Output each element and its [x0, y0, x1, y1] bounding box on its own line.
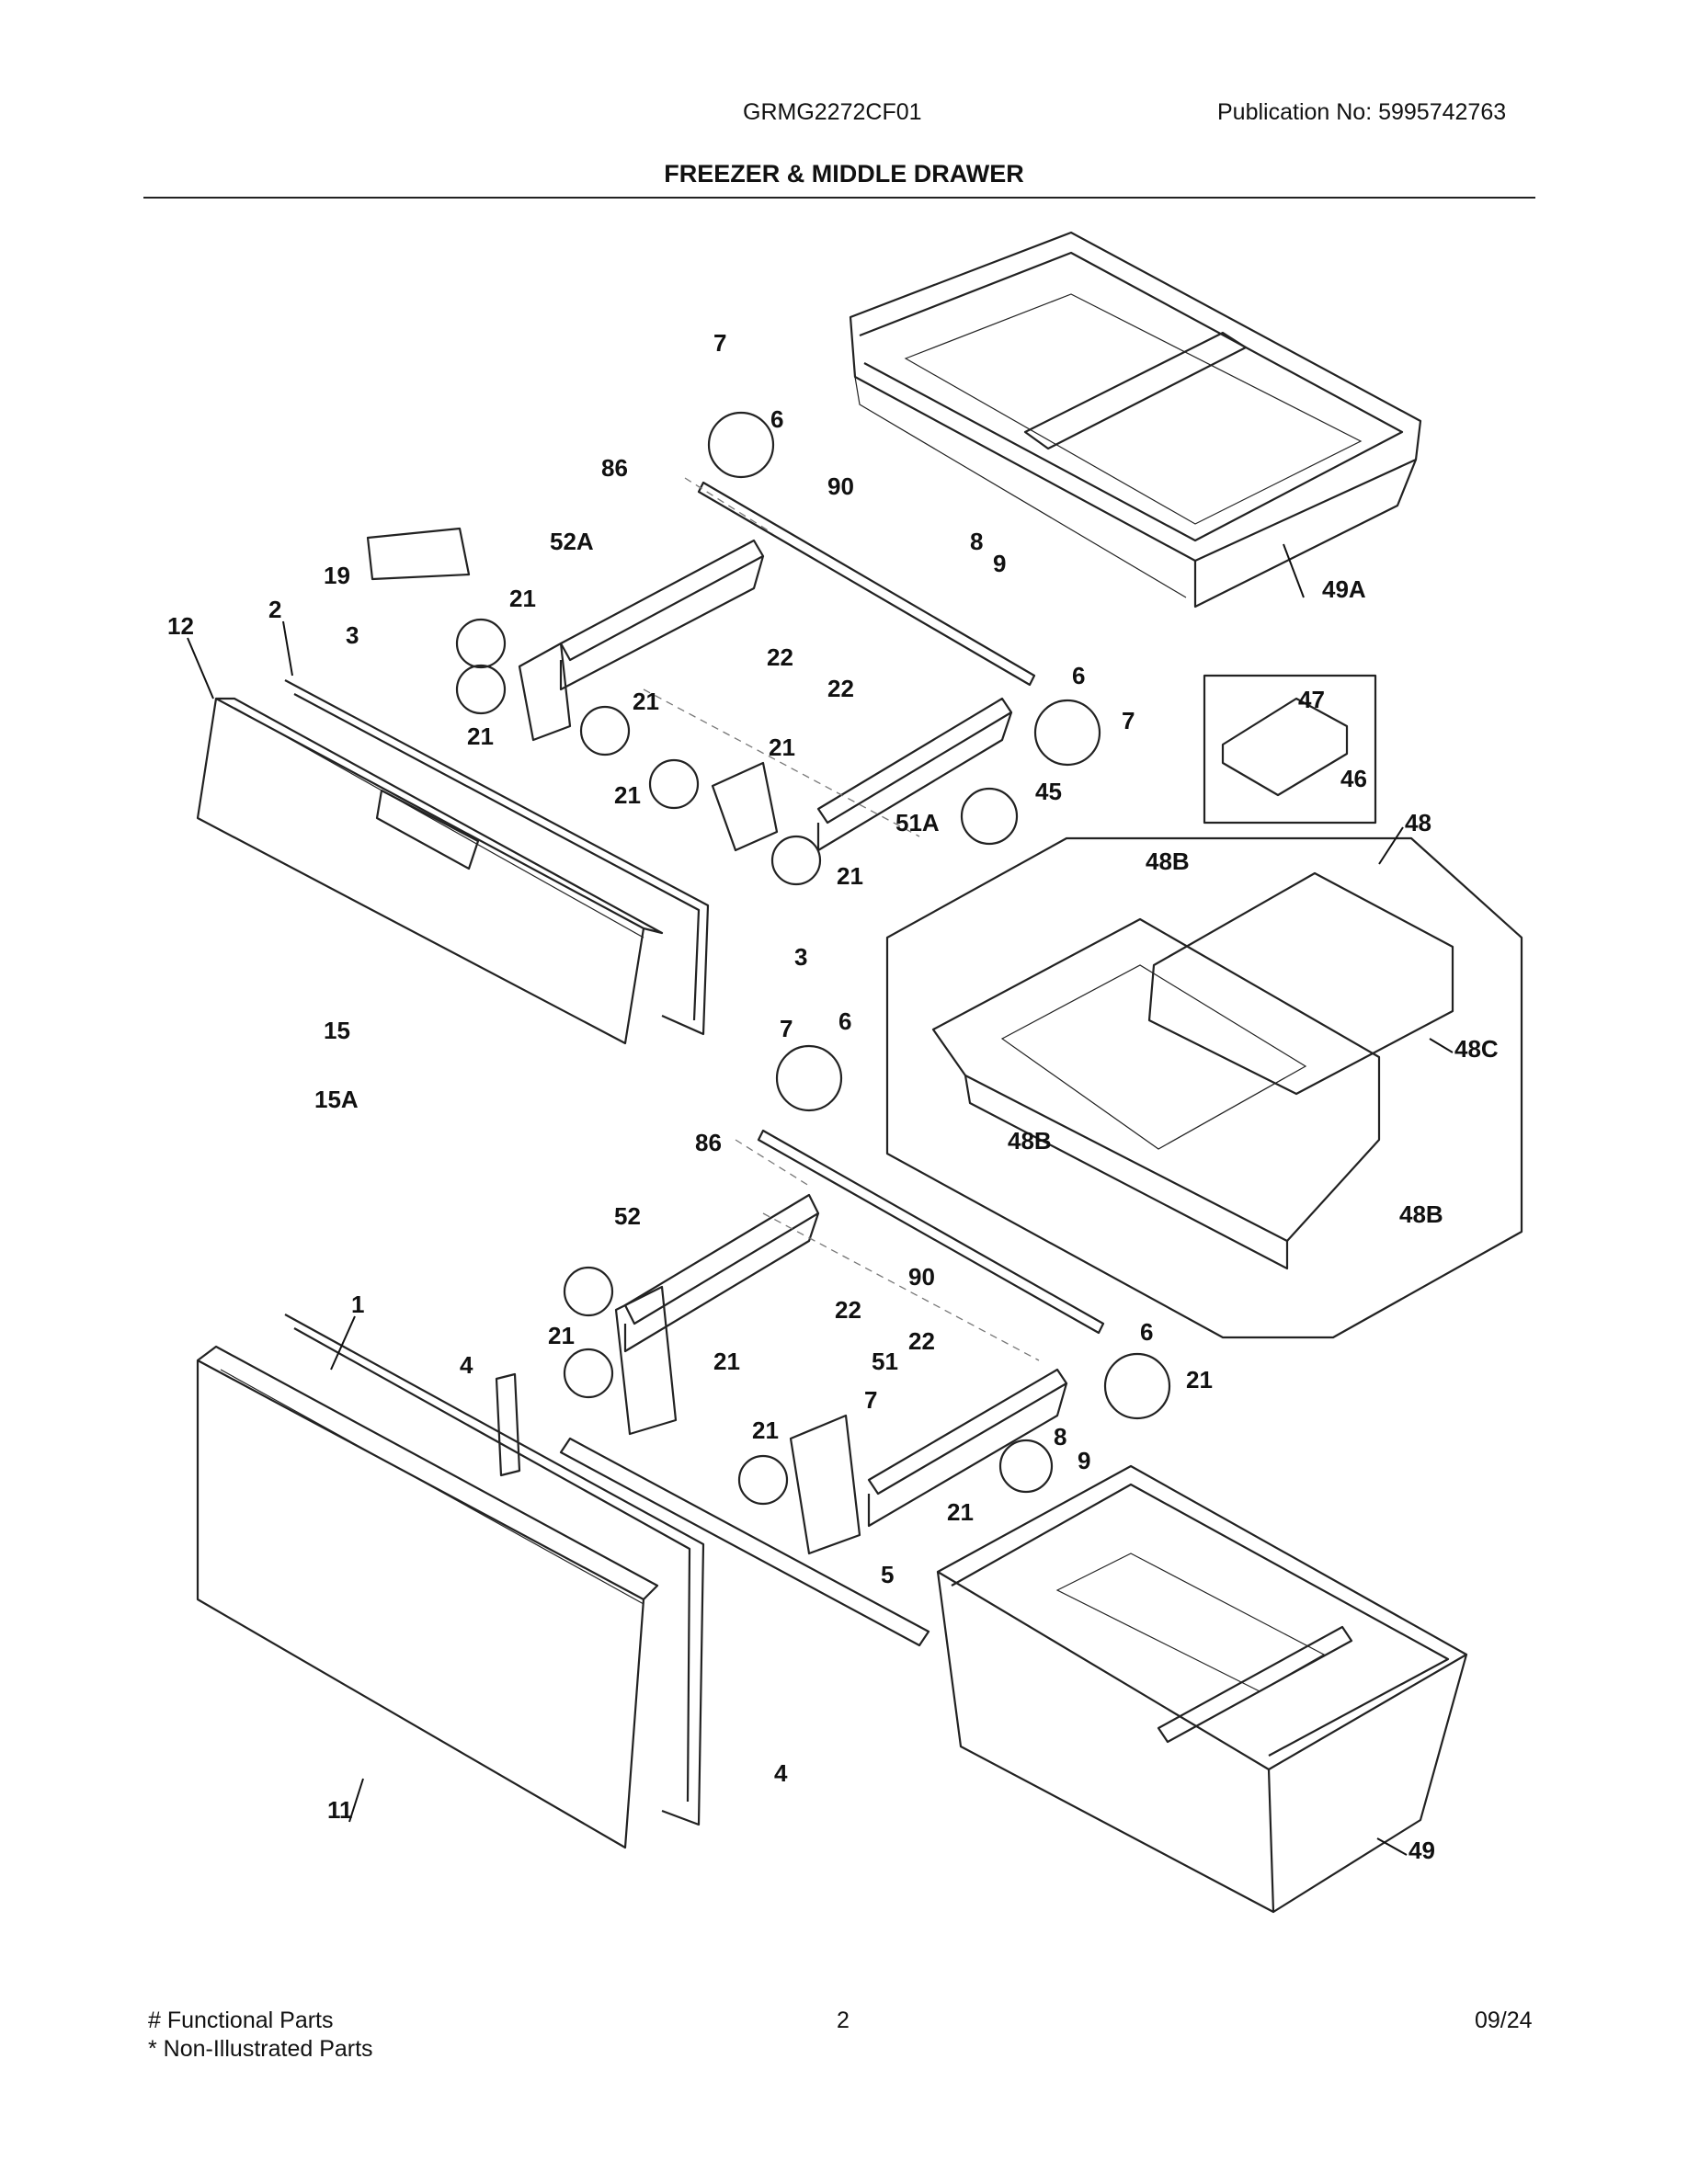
callout: 45	[1035, 778, 1062, 805]
callout: 3	[346, 621, 359, 649]
callout: 46	[1340, 765, 1367, 792]
callout: 8	[1054, 1423, 1066, 1450]
callout: 6	[770, 405, 783, 433]
callout: 21	[713, 1348, 740, 1375]
callout: 22	[908, 1327, 935, 1355]
callout: 21	[509, 585, 536, 612]
functional-parts-note: # Functional Parts	[148, 2008, 334, 2033]
callout: 52	[614, 1202, 641, 1230]
callout: 22	[767, 643, 793, 671]
callout: 21	[837, 862, 863, 890]
callout: 7	[780, 1015, 793, 1042]
callout: 21	[947, 1498, 974, 1526]
callout: 48	[1405, 809, 1431, 836]
callout: 7	[864, 1386, 877, 1414]
callout: 48C	[1454, 1035, 1499, 1063]
part-46-cover	[1221, 697, 1349, 797]
detail-loupes	[455, 411, 1171, 1506]
callout: 90	[827, 472, 854, 500]
tray-detail-inset	[885, 836, 1523, 1339]
page-title: FREEZER & MIDDLE DRAWER	[664, 160, 1024, 188]
callout: 15	[324, 1017, 350, 1044]
callout: 3	[794, 943, 807, 971]
callout: 86	[601, 454, 628, 482]
callout: 8	[970, 528, 983, 555]
lower-freezer-basket	[936, 1464, 1468, 1914]
lower-slide-assembly	[559, 1129, 1105, 1647]
upper-freezer-basket	[849, 231, 1422, 609]
callout: 90	[908, 1263, 935, 1291]
publication-number: Publication No: 5995742763	[1217, 99, 1507, 125]
callout-labels: 7 6 86 90 52A 19 21 8 9 49A 12 2 3 22 21…	[167, 329, 1499, 1864]
callout: 49	[1409, 1837, 1435, 1864]
callout: 6	[1072, 662, 1085, 689]
callout: 21	[633, 688, 659, 715]
lower-drawer-door	[196, 1314, 705, 1849]
callout: 48B	[1146, 847, 1190, 875]
callout: 9	[993, 550, 1006, 577]
callout: 22	[827, 675, 854, 702]
part-46-inset	[1203, 674, 1377, 825]
callout: 21	[769, 734, 795, 761]
callout: 6	[838, 1007, 851, 1035]
upper-drawer-door	[196, 679, 710, 1045]
callout: 21	[1186, 1366, 1213, 1393]
callout: 4	[774, 1759, 788, 1787]
header-rule	[143, 197, 1535, 199]
callout: 7	[713, 329, 726, 357]
callout: 9	[1078, 1447, 1090, 1474]
page-number: 2	[837, 2008, 850, 2033]
callout: 21	[752, 1416, 779, 1444]
callout: 51A	[895, 809, 940, 836]
callout: 21	[548, 1322, 575, 1349]
callout: 22	[835, 1296, 861, 1324]
callout: 12	[167, 612, 194, 640]
callout: 49A	[1322, 575, 1366, 603]
callout: 51	[872, 1348, 898, 1375]
callout: 21	[614, 781, 641, 809]
leader-lines	[187, 543, 1454, 1856]
callout: 86	[695, 1129, 722, 1156]
callout: 11	[327, 1796, 353, 1824]
upper-slide-assembly	[366, 477, 1036, 852]
callout: 21	[467, 722, 494, 750]
callout: 47	[1298, 686, 1325, 713]
callout: 19	[324, 562, 350, 589]
callout: 6	[1140, 1318, 1153, 1346]
callout: 52A	[550, 528, 594, 555]
callout: 48B	[1008, 1127, 1052, 1155]
callout: 48B	[1399, 1200, 1443, 1228]
model-number: GRMG2272CF01	[743, 99, 922, 125]
callout: 1	[351, 1291, 364, 1318]
callout: 5	[881, 1561, 894, 1588]
non-illustrated-note: * Non-Illustrated Parts	[148, 2036, 373, 2062]
callout: 15A	[314, 1086, 359, 1113]
callout: 2	[268, 596, 281, 623]
revision-date: 09/24	[1475, 2008, 1533, 2033]
callout: 7	[1122, 707, 1135, 734]
callout: 4	[460, 1351, 473, 1379]
